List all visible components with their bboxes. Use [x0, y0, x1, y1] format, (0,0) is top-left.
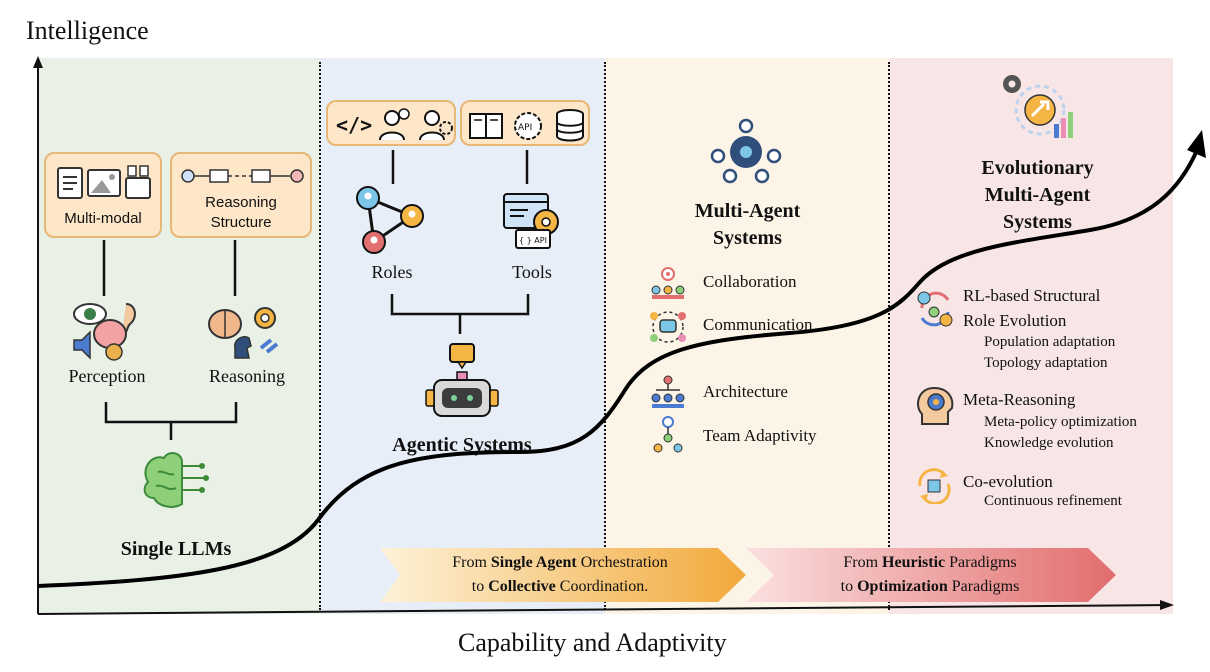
single-llms-title: Single LLMs — [120, 538, 232, 560]
architecture-label: Architecture — [703, 382, 788, 401]
multi-agent-team-icon — [710, 118, 782, 184]
architecture-icon — [651, 375, 685, 408]
evolutionary-title-2: Multi-Agent — [984, 184, 1091, 206]
tools-window-gear-icon: { } API — [503, 193, 559, 249]
stage2-connectors — [390, 150, 530, 334]
multi-agent-title-1: Multi-Agent — [694, 200, 801, 222]
y-axis-label: Intelligence — [26, 16, 149, 45]
reasoning-label: Reasoning — [209, 366, 285, 386]
x-axis-arrowhead — [1160, 600, 1174, 610]
agentic-systems-title: Agentic Systems — [392, 434, 532, 456]
team-adaptivity-label: Team Adaptivity — [703, 426, 817, 445]
collaboration-label: Collaboration — [703, 272, 797, 291]
evolutionary-title-3: Systems — [1003, 211, 1072, 233]
banner-1-text: From Single Agent Orchestration to Colle… — [452, 554, 668, 595]
x-axis-label: Capability and Adaptivity — [458, 628, 727, 657]
tools-label: Tools — [512, 262, 552, 282]
api-label-2: { } API — [519, 236, 547, 245]
collaboration-icon — [651, 267, 685, 299]
evolution-gear-chart-icon — [1003, 75, 1073, 138]
document-image-file-icon — [57, 165, 151, 199]
agent-robot-icon — [425, 343, 499, 417]
rl-label-1: RL-based Structural — [963, 286, 1101, 305]
banner-1-arrow — [380, 548, 746, 602]
communication-label: Communication — [703, 315, 813, 334]
y-axis-arrowhead — [33, 56, 43, 68]
knowledge-evolution-label: Knowledge evolution — [984, 435, 1114, 451]
reasoning-structure-box: Reasoning Structure — [170, 152, 312, 238]
tools-icon-box: API — [460, 100, 590, 146]
coder-agents-icon: </> — [336, 108, 453, 141]
banners-svg — [380, 548, 1116, 602]
multi-agent-title-2: Systems — [713, 227, 782, 249]
meta-policy-optimization-label: Meta-policy optimization — [984, 414, 1137, 430]
stage-evolutionary-panel — [889, 58, 1173, 614]
reasoning-brain-chess-icon — [208, 307, 279, 359]
co-evolution-cycle-icon — [918, 468, 951, 504]
reasoning-structure-label-1: Reasoning — [205, 194, 277, 211]
book-api-database-icon: API — [469, 109, 584, 142]
rl-label-2: Role Evolution — [963, 311, 1067, 330]
roles-label: Roles — [371, 262, 413, 282]
growth-curve — [37, 147, 1200, 588]
perception-senses-icon — [73, 303, 136, 361]
roles-network-icon — [356, 186, 424, 254]
continuous-refinement-label: Continuous refinement — [984, 493, 1122, 509]
stage1-connectors — [102, 240, 238, 440]
perception-label: Perception — [68, 366, 146, 386]
roles-icon-box: </> — [326, 100, 456, 146]
rl-structural-evolution-icon — [917, 291, 953, 327]
banner-2-arrow — [746, 548, 1116, 602]
multimodal-box: Multi-modal — [44, 152, 162, 238]
llm-brain-circuit-icon — [143, 452, 209, 508]
meta-reasoning-head-icon — [917, 386, 954, 425]
team-adaptivity-icon — [653, 416, 683, 453]
reasoning-chain-icon — [181, 169, 304, 183]
meta-reasoning-label: Meta-Reasoning — [963, 390, 1076, 409]
topology-adaptation-label: Topology adaptation — [984, 355, 1108, 371]
communication-icon — [650, 311, 686, 343]
banner-2-text: From Heuristic Paradigms to Optimization… — [840, 554, 1020, 595]
growth-curve-arrowhead — [1187, 130, 1206, 158]
multimodal-label: Multi-modal — [64, 210, 142, 227]
evolutionary-title-1: Evolutionary — [981, 157, 1094, 179]
co-evolution-label: Co-evolution — [963, 472, 1053, 491]
x-axis — [37, 604, 1169, 615]
population-adaptation-label: Population adaptation — [984, 334, 1116, 350]
svg-text:</>: </> — [336, 113, 372, 137]
stage-divider — [319, 62, 321, 610]
stage-divider — [604, 62, 606, 610]
reasoning-structure-label-2: Structure — [210, 214, 272, 231]
stage-divider — [888, 62, 890, 610]
stage-agentic-panel — [320, 58, 605, 614]
api-label: API — [518, 123, 532, 133]
